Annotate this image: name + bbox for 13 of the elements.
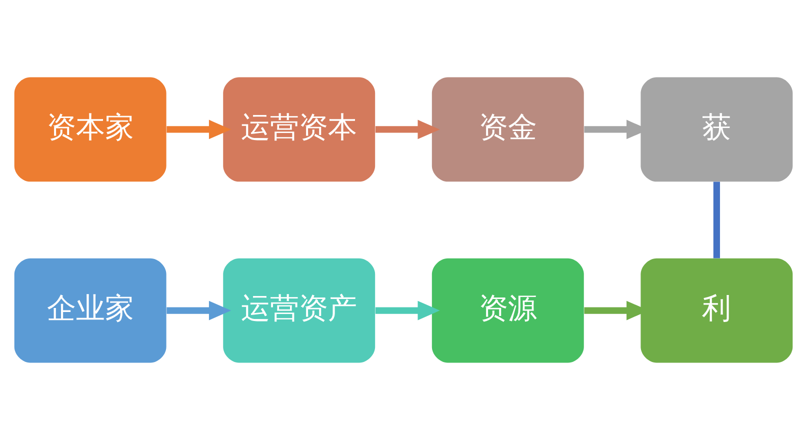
node-box: 企业家 xyxy=(14,258,166,363)
node-box: 获 xyxy=(640,77,793,182)
arrow xyxy=(375,120,440,140)
node-box: 资源 xyxy=(432,258,584,363)
arrow xyxy=(375,300,440,320)
node-box: 资本家 xyxy=(14,77,166,182)
node-box: 运营资产 xyxy=(223,258,376,363)
arrow xyxy=(166,120,232,140)
arrow xyxy=(166,300,232,320)
node-box: 资金 xyxy=(432,77,584,182)
node-box: 利 xyxy=(640,258,793,363)
node-box: 运营资本 xyxy=(223,77,376,182)
connector xyxy=(713,182,720,258)
